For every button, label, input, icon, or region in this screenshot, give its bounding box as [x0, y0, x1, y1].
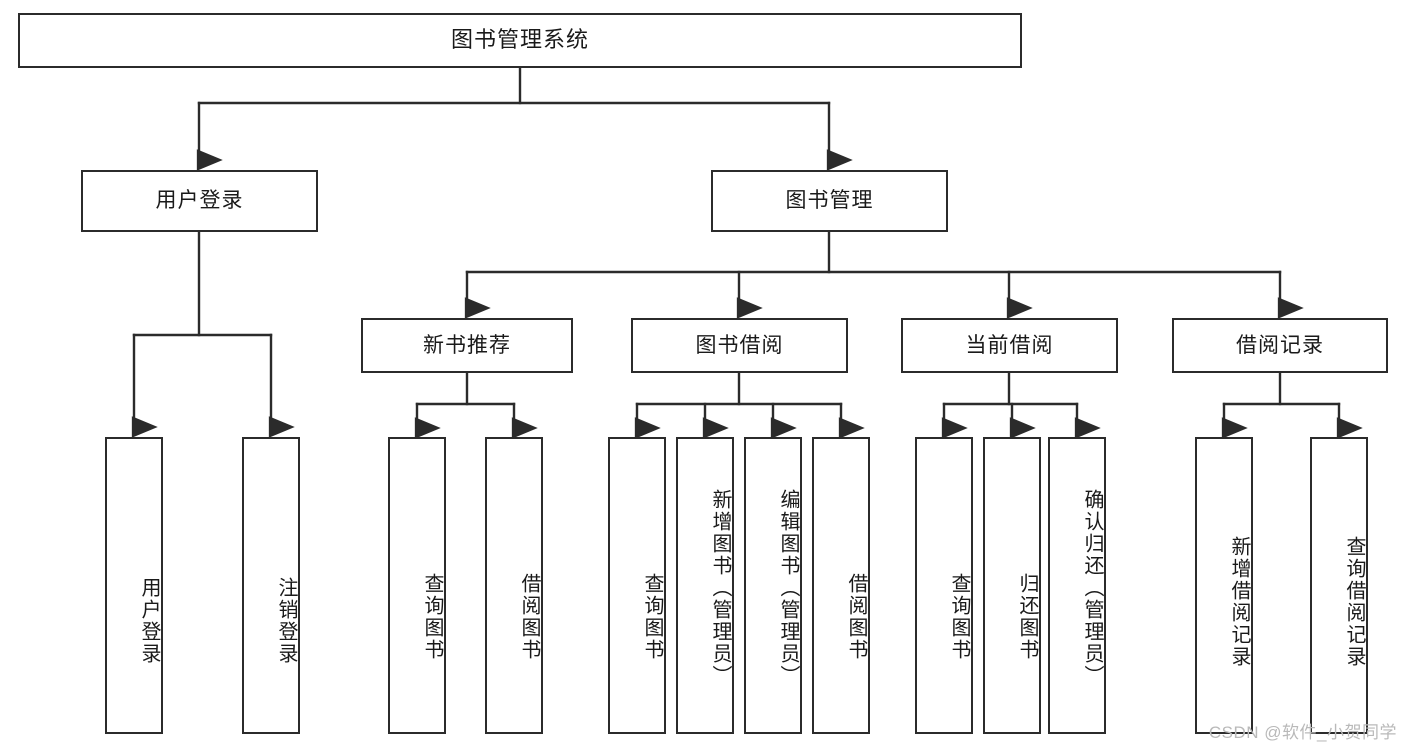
node-root-book-management-system[interactable]: 图书管理系统 — [18, 13, 1022, 68]
leaf-query-book-borrow[interactable]: 查询图书 — [608, 437, 666, 734]
node-current-borrow[interactable]: 当前借阅 — [901, 318, 1118, 373]
node-user-login[interactable]: 用户登录 — [81, 170, 318, 232]
node-borrow-record[interactable]: 借阅记录 — [1172, 318, 1388, 373]
leaf-add-book-admin[interactable]: 新增图书（管理员） — [676, 437, 734, 734]
leaf-add-borrow-record[interactable]: 新增借阅记录 — [1195, 437, 1253, 734]
node-new-book-recommend[interactable]: 新书推荐 — [361, 318, 573, 373]
leaf-logout-login[interactable]: 注销登录 — [242, 437, 300, 734]
leaf-query-book-recommend[interactable]: 查询图书 — [388, 437, 446, 734]
leaf-query-book-current[interactable]: 查询图书 — [915, 437, 973, 734]
leaf-borrow-book[interactable]: 借阅图书 — [812, 437, 870, 734]
leaf-query-borrow-record[interactable]: 查询借阅记录 — [1310, 437, 1368, 734]
node-book-borrow[interactable]: 图书借阅 — [631, 318, 848, 373]
leaf-borrow-book-recommend[interactable]: 借阅图书 — [485, 437, 543, 734]
csdn-watermark: CSDN @软件_小贺同学 — [1208, 723, 1397, 742]
leaf-return-book[interactable]: 归还图书 — [983, 437, 1041, 734]
node-book-management[interactable]: 图书管理 — [711, 170, 948, 232]
leaf-edit-book-admin[interactable]: 编辑图书（管理员） — [744, 437, 802, 734]
leaf-confirm-return-admin[interactable]: 确认归还（管理员） — [1048, 437, 1106, 734]
leaf-user-login[interactable]: 用户登录 — [105, 437, 163, 734]
